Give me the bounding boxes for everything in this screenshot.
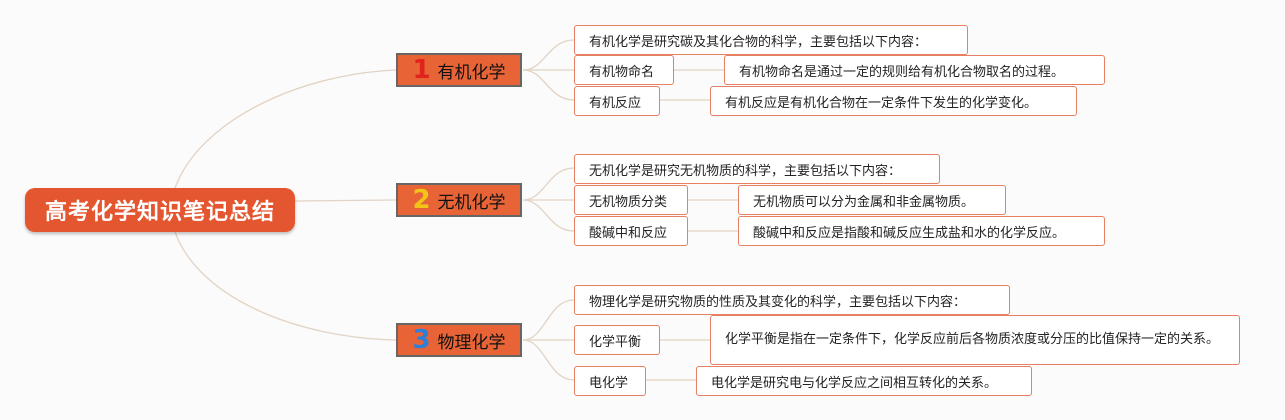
intro-node[interactable]: 物理化学是研究物质的性质及其变化的科学，主要包括以下内容： bbox=[574, 285, 1010, 315]
description-node[interactable]: 酸碱中和反应是指酸和碱反应生成盐和水的化学反应。 bbox=[738, 216, 1105, 246]
term-node[interactable]: 无机物质分类 bbox=[574, 185, 688, 215]
branch-title: 无机化学 bbox=[437, 192, 506, 213]
branch-number: 3 bbox=[412, 325, 431, 355]
term-node[interactable]: 电化学 bbox=[574, 366, 646, 396]
branch-number: 1 bbox=[412, 55, 431, 85]
branch-physical-chemistry[interactable]: 3 物理化学 bbox=[396, 323, 522, 357]
description-node[interactable]: 有机物命名是通过一定的规则给有机化合物取名的过程。 bbox=[724, 55, 1105, 85]
branch-number: 2 bbox=[412, 185, 431, 215]
description-node[interactable]: 无机物质可以分为金属和非金属物质。 bbox=[738, 185, 1006, 215]
term-node[interactable]: 酸碱中和反应 bbox=[574, 216, 688, 246]
term-node[interactable]: 化学平衡 bbox=[574, 325, 660, 355]
branch-organic-chemistry[interactable]: 1 有机化学 bbox=[396, 53, 522, 87]
branch-title: 有机化学 bbox=[437, 62, 506, 83]
intro-node[interactable]: 有机化学是研究碳及其化合物的科学，主要包括以下内容： bbox=[574, 25, 968, 55]
branch-inorganic-chemistry[interactable]: 2 无机化学 bbox=[396, 183, 522, 217]
description-node[interactable]: 电化学是研究电与化学反应之间相互转化的关系。 bbox=[696, 366, 1032, 396]
intro-node[interactable]: 无机化学是研究无机物质的科学，主要包括以下内容： bbox=[574, 154, 940, 184]
description-node[interactable]: 化学平衡是指在一定条件下，化学反应前后各物质浓度或分压的比值保持一定的关系。 bbox=[710, 315, 1240, 365]
root-topic[interactable]: 高考化学知识笔记总结 bbox=[25, 188, 295, 232]
branch-title: 物理化学 bbox=[437, 332, 506, 353]
term-node[interactable]: 有机反应 bbox=[574, 86, 660, 116]
description-node[interactable]: 有机反应是有机化合物在一定条件下发生的化学变化。 bbox=[710, 86, 1077, 116]
term-node[interactable]: 有机物命名 bbox=[574, 55, 674, 85]
